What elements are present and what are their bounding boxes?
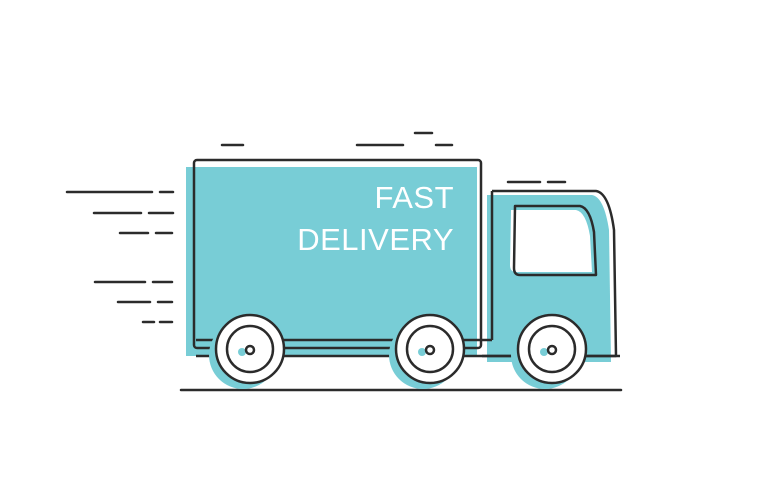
wheel-icon: [389, 313, 466, 389]
cab: [482, 189, 618, 358]
window-icon: [510, 204, 598, 277]
cargo-text-delivery: DELIVERY: [297, 222, 454, 257]
speed-lines-icon: [65, 131, 567, 324]
cargo-box: [192, 158, 483, 350]
wheel-icon: [511, 313, 588, 389]
cargo-text-fast: FAST: [374, 180, 454, 215]
wheel-icon: [209, 313, 286, 389]
